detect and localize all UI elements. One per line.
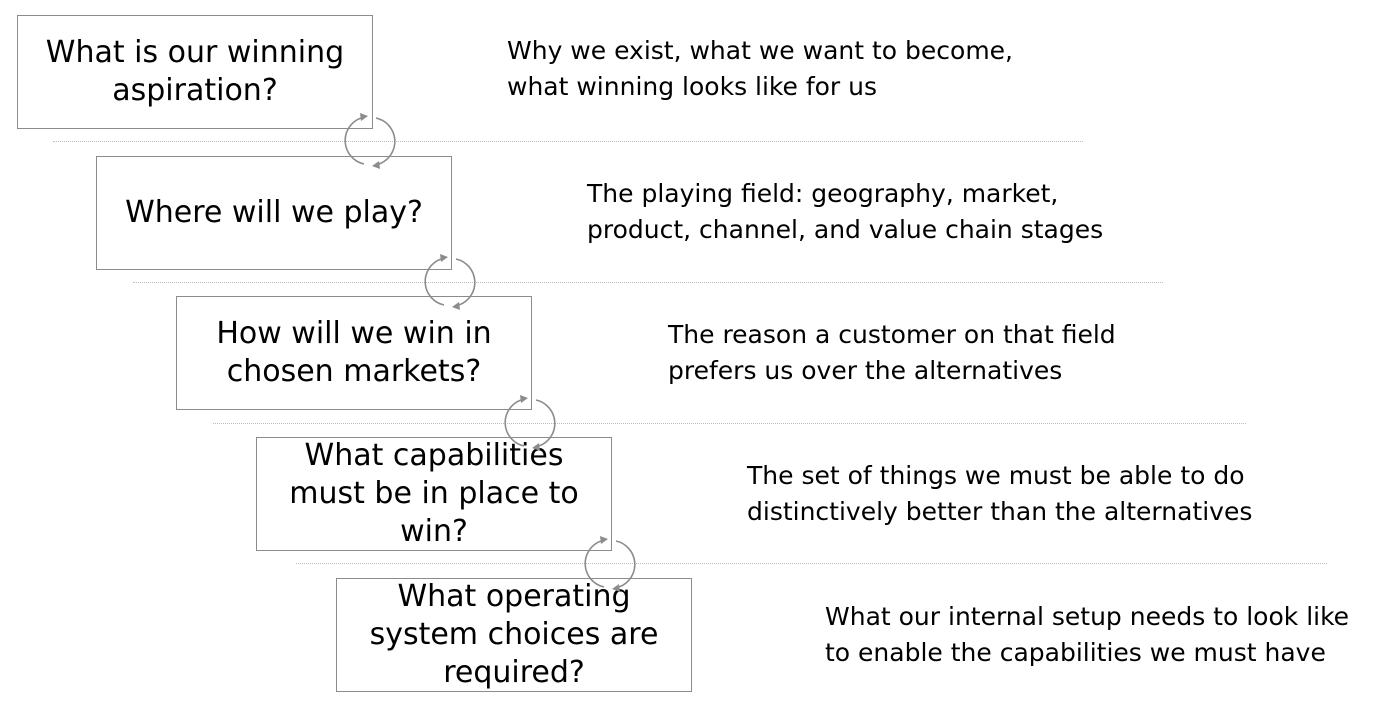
cascade-step-4: What capabilities must be in place to wi… bbox=[0, 0, 1376, 551]
description-text-2: The playing field: geography, market, pr… bbox=[587, 179, 1104, 244]
question-text-4: What capabilities must be in place to wi… bbox=[289, 438, 579, 549]
question-box-3: How will we win in chosen markets? bbox=[176, 296, 532, 410]
question-box-5: What operating system choices are requir… bbox=[336, 578, 692, 692]
description-text-3: The reason a customer on that field pref… bbox=[668, 320, 1116, 385]
cascade-step-1: What is our winning aspiration? Why we e… bbox=[0, 0, 1376, 140]
cycle-arrows-icon bbox=[504, 395, 556, 451]
cycle-arrows-icon bbox=[584, 536, 636, 592]
divider-1 bbox=[53, 141, 1083, 142]
question-box-1: What is our winning aspiration? bbox=[17, 15, 373, 129]
description-text-4: The set of things we must be able to do … bbox=[747, 461, 1253, 526]
cascade-step-2: Where will we play? The playing field: g… bbox=[0, 0, 1376, 270]
question-box-4: What capabilities must be in place to wi… bbox=[256, 437, 612, 551]
cycle-arrows-icon bbox=[344, 113, 396, 169]
description-text-5: What our internal setup needs to look li… bbox=[825, 602, 1350, 667]
divider-3 bbox=[213, 423, 1246, 424]
divider-4 bbox=[296, 563, 1327, 564]
description-text-1: Why we exist, what we want to become, wh… bbox=[507, 36, 1013, 101]
cycle-arrows-icon bbox=[424, 254, 476, 310]
question-text-1: What is our winning aspiration? bbox=[45, 35, 345, 108]
cascade-step-5: What operating system choices are requir… bbox=[0, 0, 1376, 692]
question-text-2: Where will we play? bbox=[125, 195, 423, 230]
divider-2 bbox=[133, 282, 1163, 283]
cascade-step-3: How will we win in chosen markets? The r… bbox=[0, 0, 1376, 410]
question-text-5: What operating system choices are requir… bbox=[369, 579, 659, 690]
question-box-2: Where will we play? bbox=[96, 156, 452, 270]
question-text-3: How will we win in chosen markets? bbox=[216, 316, 492, 389]
